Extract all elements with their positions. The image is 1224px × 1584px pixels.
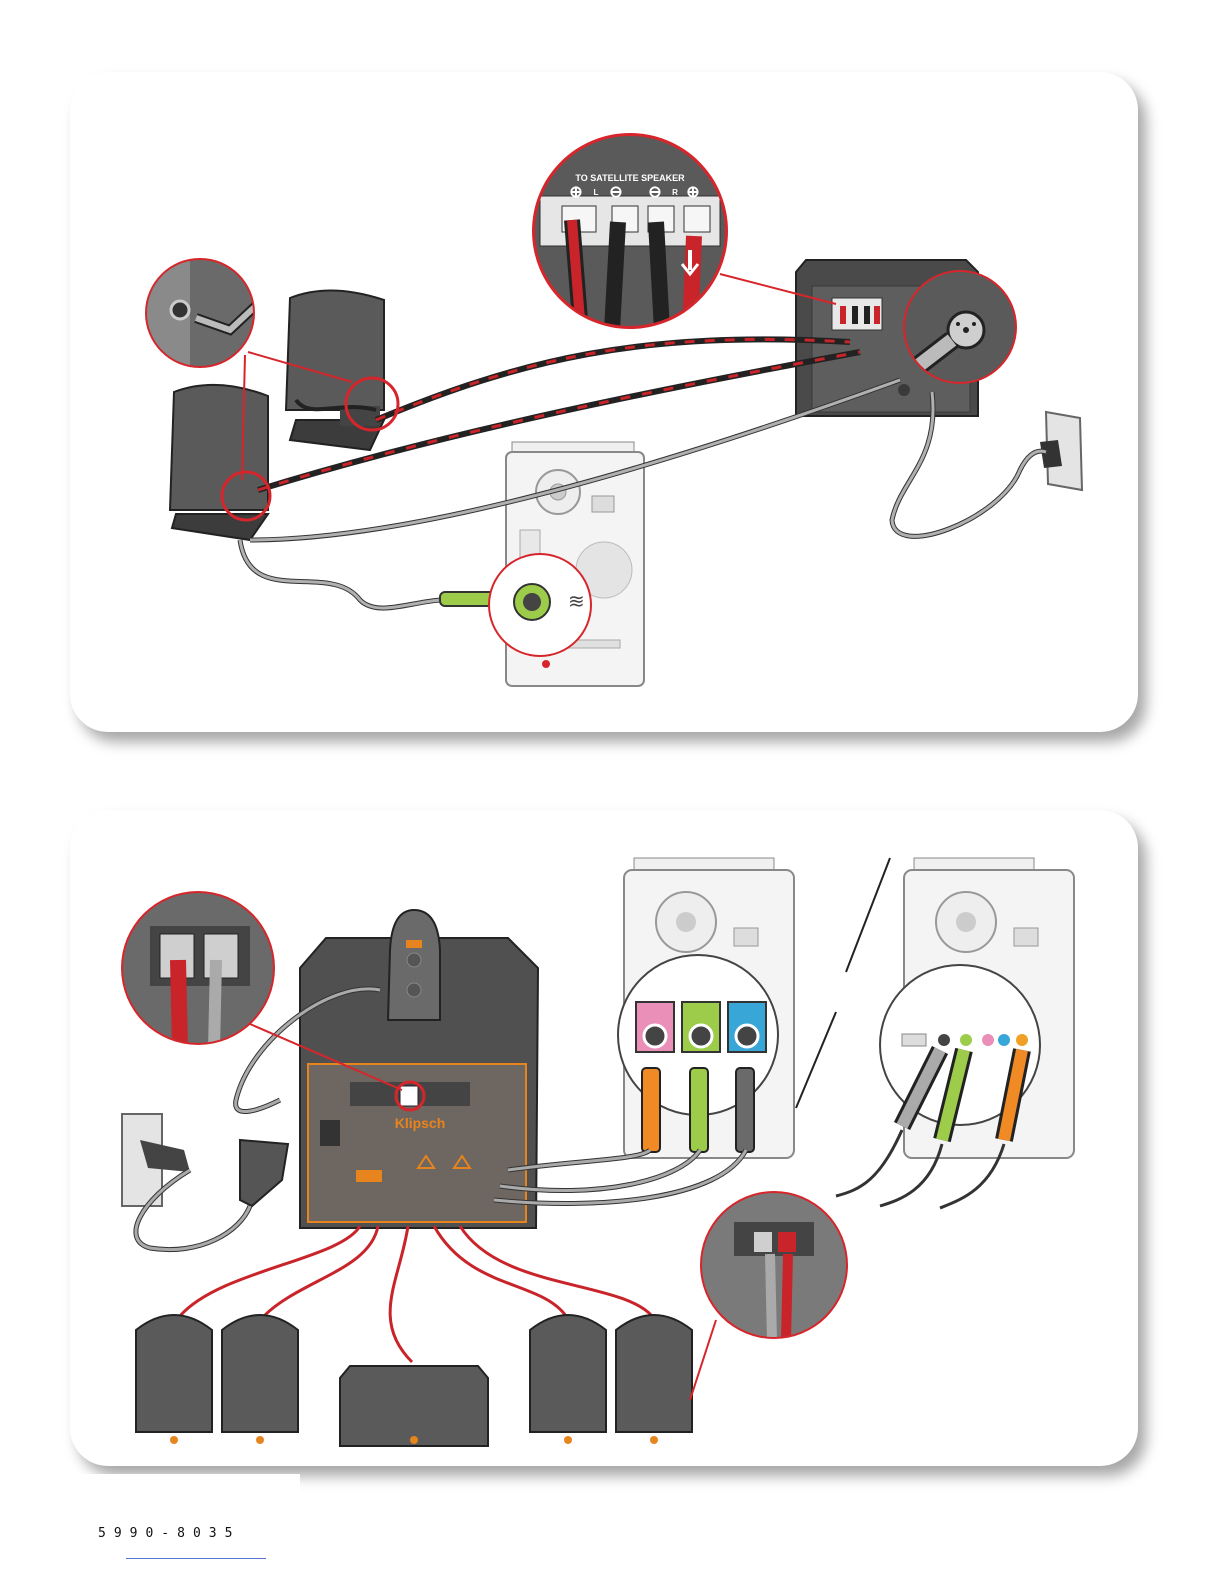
satellite-front-left: [136, 1315, 212, 1444]
callout-header-text: TO SATELLITE SPEAKER: [575, 173, 685, 183]
satellite-rear-left: [222, 1315, 298, 1444]
bottom-rule: [126, 1558, 266, 1559]
callout-satellite-terminals: TO SATELLITE SPEAKER ⊕ L ⊖ ⊖ R ⊕: [530, 130, 730, 330]
callout-pc-onboard-jacks: [880, 965, 1040, 1140]
barcode-area: 5990-8035: [70, 1474, 300, 1584]
satellite-front-right: [530, 1315, 606, 1444]
alternative-divider: [796, 858, 890, 1108]
terminal-right-letter: R: [672, 188, 678, 197]
callout-pc-color-jacks: [618, 955, 778, 1152]
center-speaker: [340, 1366, 488, 1446]
control-pod: [388, 910, 440, 1020]
wall-outlet-bottom: [122, 1114, 288, 1206]
minus-sign-right-icon: ⊖: [648, 184, 661, 201]
callout-satellite-terminal: [700, 1190, 850, 1340]
brand-logo-text: Klipsch: [395, 1115, 446, 1131]
satellite-speaker-right: [286, 290, 384, 450]
diagram-5-1: Klipsch: [120, 858, 1074, 1446]
barcode-digits: 5990-8035: [98, 1526, 294, 1541]
callout-speaker-cable: [140, 256, 262, 376]
diagram-2-1: TO SATELLITE SPEAKER ⊕ L ⊖ ⊖ R ⊕: [140, 130, 1082, 686]
satellite-rear-right: [616, 1315, 692, 1444]
speaker-out-icon: ≋: [568, 591, 585, 613]
satellite-speaker-left: [170, 385, 268, 540]
terminal-left-letter: L: [594, 188, 599, 197]
minus-sign-left-icon: ⊖: [609, 184, 622, 201]
plus-sign-right-icon: ⊕: [686, 184, 699, 201]
plus-sign-left-icon: ⊕: [569, 184, 582, 201]
